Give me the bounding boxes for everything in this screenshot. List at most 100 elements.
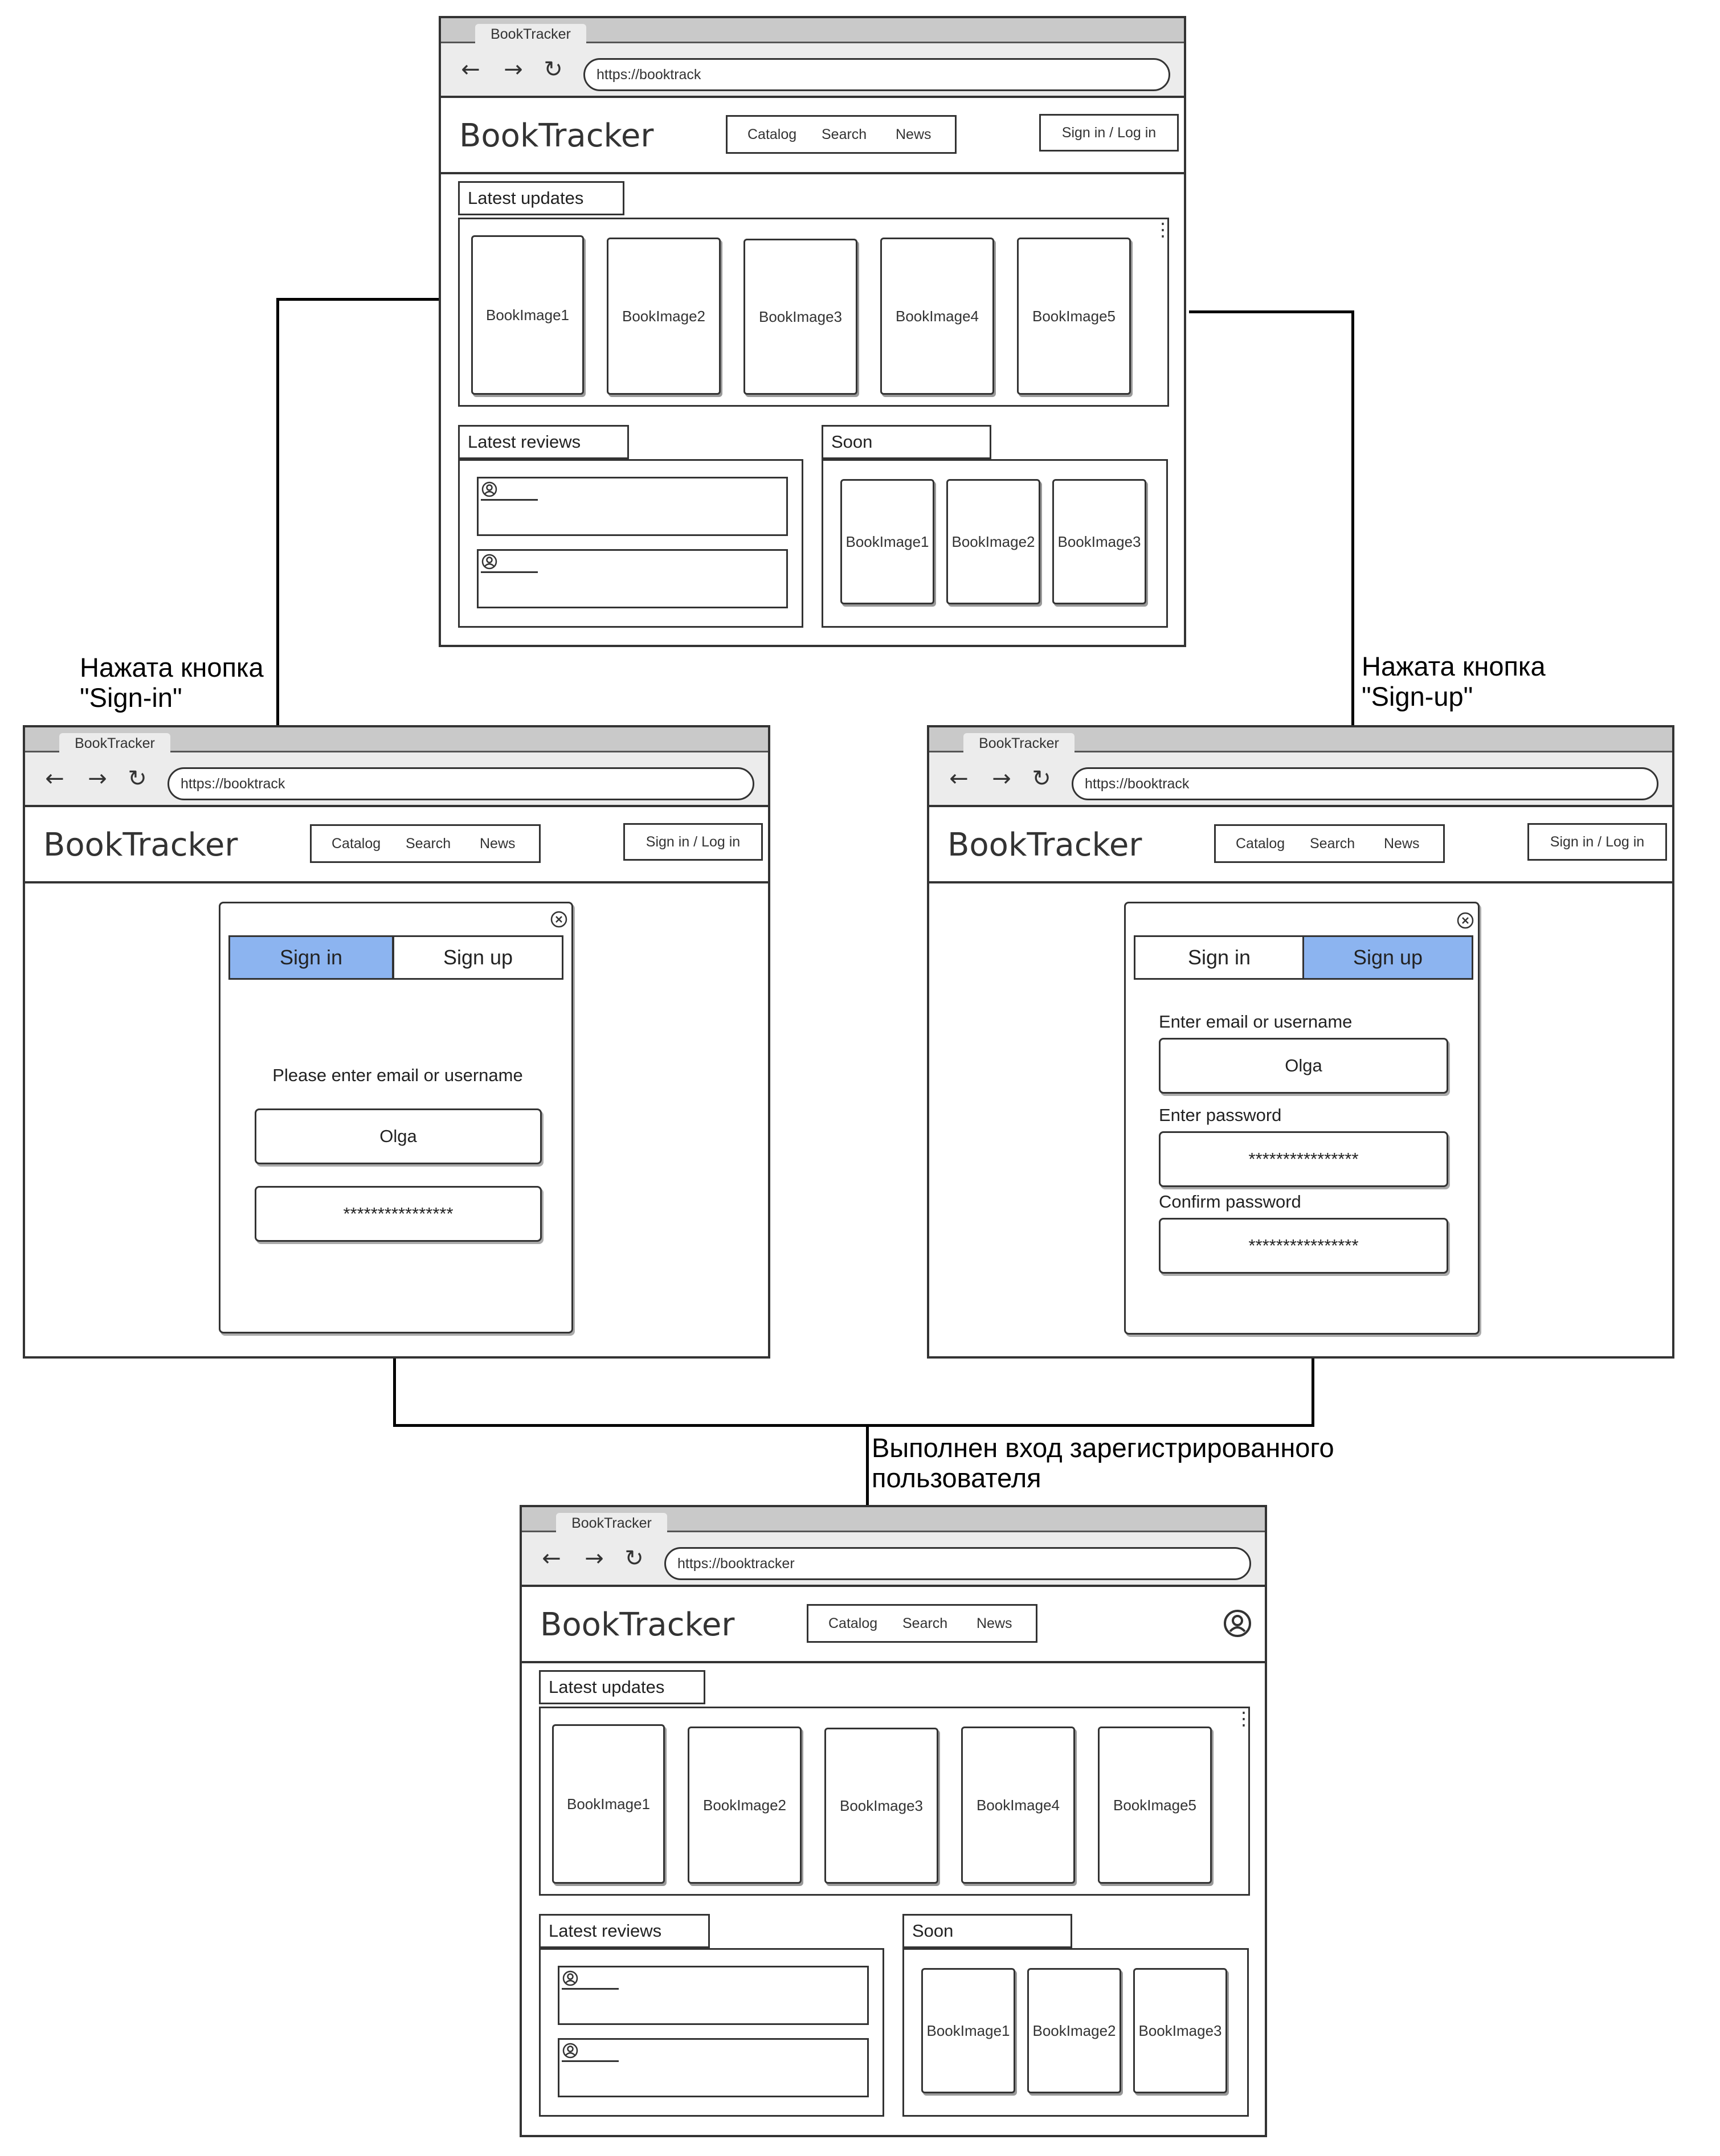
review-item[interactable] <box>477 477 788 536</box>
nav-catalog[interactable]: Catalog <box>332 836 381 852</box>
review-line <box>481 499 538 501</box>
latest-updates-panel: ⋮ BookImage1 BookImage2 BookImage3 BookI… <box>539 1707 1253 1896</box>
soon-panel: BookImage1 BookImage2 BookImage3 <box>902 1948 1249 2117</box>
site-logo[interactable]: BookTracker <box>459 117 654 154</box>
reload-icon[interactable]: ↻ <box>624 1545 644 1572</box>
tab-bar: BookTracker <box>929 727 1672 754</box>
back-icon[interactable]: ← <box>542 1545 561 1572</box>
browser-tab[interactable]: BookTracker <box>475 24 586 44</box>
back-icon[interactable]: ← <box>45 766 64 792</box>
confirm-password-field[interactable]: **************** <box>1159 1218 1448 1274</box>
latest-reviews-panel <box>458 459 803 628</box>
main-nav: Catalog Search News <box>310 824 541 863</box>
nav-news[interactable]: News <box>1384 836 1420 852</box>
tab-sign-up[interactable]: Sign up <box>393 935 563 980</box>
address-bar[interactable]: https://booktracker <box>664 1547 1251 1580</box>
sign-in-log-in-button[interactable]: Sign in / Log in <box>1527 823 1667 861</box>
review-item[interactable] <box>558 2038 869 2097</box>
soon-panel: BookImage1 BookImage2 BookImage3 <box>822 459 1168 628</box>
sign-in-log-in-button[interactable]: Sign in / Log in <box>623 823 763 861</box>
more-options-icon[interactable]: ⋮ <box>1235 1708 1253 1729</box>
nav-search[interactable]: Search <box>902 1615 948 1631</box>
soon-book-card[interactable]: BookImage3 <box>1052 479 1146 604</box>
auth-modal: Sign in Sign up Please enter email or us… <box>219 902 573 1333</box>
sign-in-log-in-button[interactable]: Sign in / Log in <box>1039 114 1179 152</box>
forward-icon[interactable]: → <box>504 56 523 83</box>
tab-sign-in[interactable]: Sign in <box>1134 935 1305 980</box>
latest-reviews-title: Latest reviews <box>458 425 629 459</box>
soon-book-card[interactable]: BookImage2 <box>1027 1968 1121 2093</box>
reload-icon[interactable]: ↻ <box>128 766 147 792</box>
review-item[interactable] <box>477 549 788 608</box>
soon-book-card[interactable]: BookImage2 <box>946 479 1040 604</box>
book-card[interactable]: BookImage4 <box>961 1727 1075 1884</box>
book-card[interactable]: BookImage2 <box>607 238 721 395</box>
book-card[interactable]: BookImage5 <box>1017 238 1131 395</box>
book-card[interactable]: BookImage3 <box>743 239 857 395</box>
close-icon[interactable] <box>550 910 568 928</box>
tab-bar: BookTracker <box>25 727 768 754</box>
site-header: BookTracker Catalog Search News Sign in … <box>929 807 1672 883</box>
book-card[interactable]: BookImage1 <box>552 1724 665 1884</box>
address-bar[interactable]: https://booktrack <box>167 767 754 800</box>
tab-sign-in[interactable]: Sign in <box>228 935 394 980</box>
forward-icon[interactable]: → <box>88 766 107 792</box>
review-line <box>481 571 538 573</box>
soon-title: Soon <box>822 425 991 459</box>
nav-catalog[interactable]: Catalog <box>828 1615 878 1631</box>
browser-home-logged-in: BookTracker ← → ↻ https://booktracker Bo… <box>520 1505 1267 2137</box>
soon-book-card[interactable]: BookImage1 <box>921 1968 1015 2093</box>
close-icon[interactable] <box>1456 911 1474 930</box>
username-field[interactable]: Olga <box>1159 1038 1448 1094</box>
nav-catalog[interactable]: Catalog <box>1236 836 1285 852</box>
user-icon <box>562 1970 578 1986</box>
browser-tab[interactable]: BookTracker <box>963 733 1075 754</box>
reload-icon[interactable]: ↻ <box>544 56 563 83</box>
book-card[interactable]: BookImage5 <box>1098 1727 1212 1884</box>
nav-news[interactable]: News <box>480 836 516 852</box>
latest-reviews-title: Latest reviews <box>539 1914 710 1948</box>
nav-search[interactable]: Search <box>406 836 451 852</box>
main-nav: Catalog Search News <box>807 1604 1037 1643</box>
review-item[interactable] <box>558 1966 869 2025</box>
browser-tab[interactable]: BookTracker <box>59 733 170 754</box>
book-card[interactable]: BookImage3 <box>824 1728 938 1884</box>
browser-toolbar: ← → ↻ https://booktrack <box>441 43 1184 98</box>
user-icon <box>562 2043 578 2059</box>
password-field[interactable]: **************** <box>1159 1131 1448 1187</box>
username-field[interactable]: Olga <box>255 1108 542 1164</box>
reload-icon[interactable]: ↻ <box>1032 766 1051 792</box>
soon-book-card[interactable]: BookImage1 <box>840 479 934 604</box>
connector-merge-h <box>393 1424 1314 1427</box>
browser-tab[interactable]: BookTracker <box>556 1513 667 1533</box>
connector-home-right-h <box>1189 310 1354 313</box>
nav-news[interactable]: News <box>977 1615 1012 1631</box>
back-icon[interactable]: ← <box>949 766 969 792</box>
more-options-icon[interactable]: ⋮ <box>1154 219 1172 240</box>
caption-logged-in: Выполнен вход зарегистрированного пользо… <box>872 1433 1334 1493</box>
site-logo[interactable]: BookTracker <box>540 1606 735 1643</box>
back-icon[interactable]: ← <box>461 56 480 83</box>
forward-icon[interactable]: → <box>585 1545 604 1572</box>
nav-search[interactable]: Search <box>1310 836 1355 852</box>
book-card[interactable]: BookImage1 <box>471 235 584 395</box>
site-logo[interactable]: BookTracker <box>43 827 238 864</box>
address-bar[interactable]: https://booktrack <box>1072 767 1658 800</box>
nav-search[interactable]: Search <box>822 126 867 142</box>
site-logo[interactable]: BookTracker <box>947 827 1142 864</box>
address-bar[interactable]: https://booktrack <box>583 58 1170 91</box>
main-nav: Catalog Search News <box>1214 824 1445 863</box>
forward-icon[interactable]: → <box>992 766 1011 792</box>
password-field[interactable]: **************** <box>255 1186 542 1242</box>
connector-home-left-h <box>277 298 441 301</box>
browser-toolbar: ← → ↻ https://booktrack <box>929 752 1672 807</box>
book-card[interactable]: BookImage2 <box>688 1727 802 1884</box>
nav-catalog[interactable]: Catalog <box>747 126 797 142</box>
tab-sign-up[interactable]: Sign up <box>1302 935 1473 980</box>
user-avatar-icon[interactable] <box>1223 1609 1252 1638</box>
user-icon <box>481 481 497 497</box>
soon-book-card[interactable]: BookImage3 <box>1133 1968 1227 2093</box>
nav-news[interactable]: News <box>896 126 932 142</box>
confirm-password-label: Confirm password <box>1159 1192 1301 1212</box>
book-card[interactable]: BookImage4 <box>880 238 994 395</box>
